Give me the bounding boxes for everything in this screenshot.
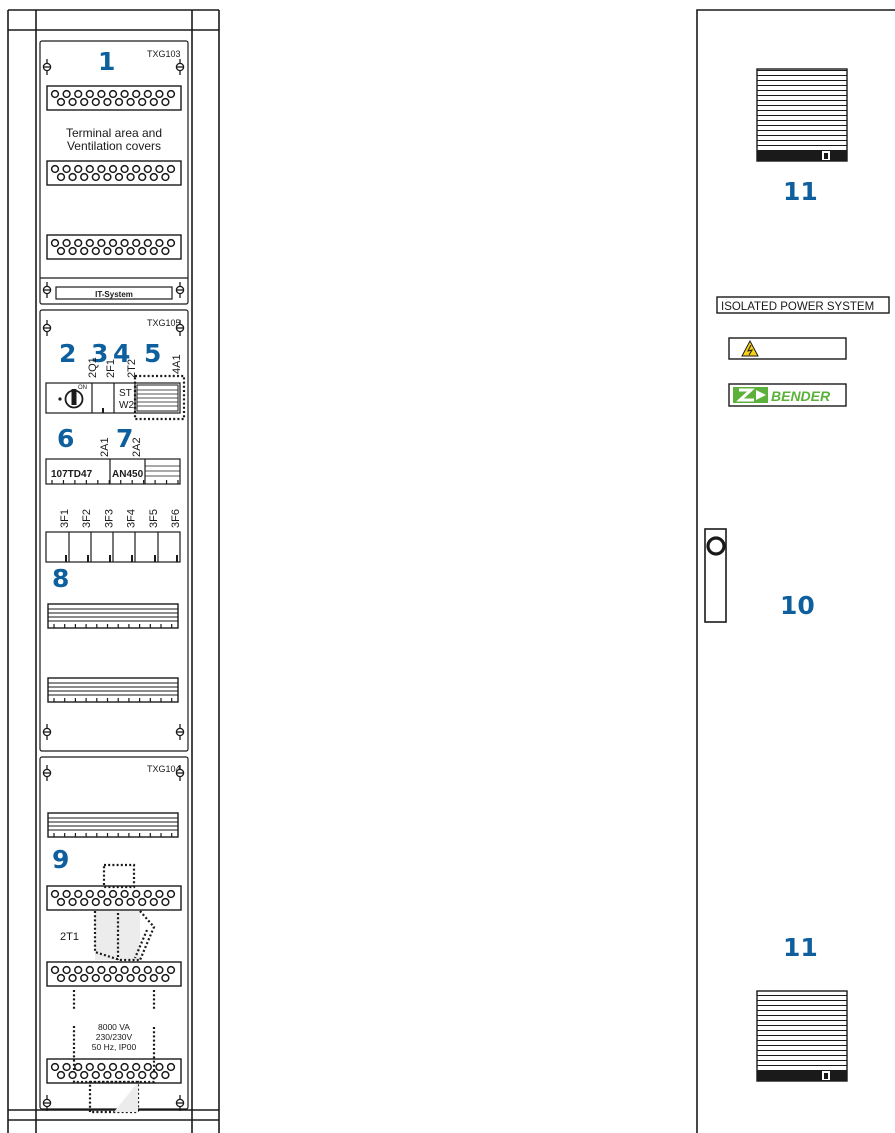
callout-9: 9: [52, 845, 69, 874]
isolated-power-sign-text: ISOLATED POWER SYSTEM: [721, 301, 874, 313]
transformer-voltage: 230/230V: [96, 1032, 133, 1042]
callout-11-top: 11: [783, 177, 818, 206]
fuse-row: [45, 531, 181, 563]
section-txg104: TXG104 9 2T1 8000 VA: [39, 756, 189, 1114]
high-voltage-warning-icon: [741, 339, 759, 357]
fuse-labels: 3F1 3F2 3F3 3F4 3F5 3F6: [59, 509, 182, 528]
callout-11-bottom: 11: [783, 933, 818, 962]
model-label-txg105: TXG105: [147, 318, 181, 328]
screw-icon: [42, 281, 52, 299]
empty-din-rail: [47, 677, 179, 703]
callout-4: 4: [113, 339, 130, 368]
caption-line-1: Terminal area and: [66, 126, 162, 140]
fuse-label: 3F6: [170, 509, 182, 528]
vent-grille-bottom-icon: [756, 990, 848, 1082]
bender-logo-text: BENDER: [771, 388, 831, 404]
insulation-monitor-module: [136, 384, 179, 412]
screw-icon: [42, 723, 52, 741]
model-label-txg104: TXG104: [147, 764, 181, 774]
label-strip-text: IT-System: [95, 290, 133, 299]
designator-2a2: 2A2: [131, 437, 143, 457]
designator-2a1: 2A1: [99, 437, 111, 457]
fuse-label: 3F1: [59, 509, 71, 528]
cabinet-frame: [7, 9, 220, 1133]
bender-logo: BENDER: [728, 383, 847, 407]
label-strip: [55, 286, 173, 300]
transformer-outline: [72, 863, 156, 1114]
right-door: 11 ISOLATED POWER SYSTEM BENDER 10 11: [696, 9, 895, 1133]
warning-label: [728, 337, 847, 360]
callout-8: 8: [52, 564, 69, 593]
callout-1: 1: [98, 47, 115, 76]
screw-icon: [175, 58, 185, 76]
section-txg105: TXG105 2 3 4 5 2Q1 2F1 2T2 4A1: [39, 309, 189, 752]
din-rail-row-1: ON ST W2: [45, 374, 186, 421]
screw-icon: [42, 319, 52, 337]
left-cabinet: TXG103 1 Terminal area and Ventilation c…: [7, 9, 220, 1133]
terminal-block: [46, 961, 182, 987]
designator-2f1: 2F1: [105, 359, 117, 378]
vent-grille-top-icon: [756, 68, 848, 162]
callout-3: 3: [91, 339, 108, 368]
callout-6: 6: [57, 424, 74, 453]
screw-icon: [175, 281, 185, 299]
designator-2q1: 2Q1: [87, 357, 99, 378]
callout-7: 7: [116, 424, 133, 453]
transformer-frequency-ip: 50 Hz, IP00: [92, 1042, 137, 1052]
monitor-w2: W2: [119, 400, 134, 411]
screw-icon: [42, 764, 52, 782]
monitor-st: ST: [119, 388, 132, 399]
fuse-label: 3F5: [148, 509, 160, 528]
svg-text:ON: ON: [78, 385, 87, 391]
isolated-power-sign: [716, 296, 890, 314]
din-rail-row-2: 107TD47 AN450: [45, 458, 181, 485]
empty-din-rail: [47, 603, 179, 629]
callout-2: 2: [59, 339, 76, 368]
model-label-txg103: TXG103: [147, 49, 181, 59]
designator-2t2: 2T2: [126, 359, 138, 378]
terminal-block: [46, 160, 182, 186]
terminal-block: [46, 234, 182, 260]
screw-icon: [42, 58, 52, 76]
callout-10: 10: [780, 591, 815, 620]
transformer-designator: 2T1: [60, 931, 79, 943]
designator-4a1: 4A1: [171, 354, 183, 374]
terminal-block: [46, 885, 182, 911]
transformer-rating: 8000 VA: [98, 1022, 130, 1032]
rotary-switch-icon: ON: [58, 385, 87, 409]
terminal-block: [46, 1058, 182, 1084]
terminal-block: [46, 85, 182, 111]
fuse-label: 3F3: [103, 509, 115, 528]
screw-icon: [175, 723, 185, 741]
callout-5: 5: [144, 339, 161, 368]
device-107td47: 107TD47: [51, 469, 93, 480]
caption-line-2: Ventilation covers: [67, 139, 161, 153]
device-an450: AN450: [112, 469, 144, 480]
section-txg103: TXG103 1 Terminal area and Ventilation c…: [39, 40, 189, 305]
fuse-label: 3F2: [81, 509, 93, 528]
door-handle-icon[interactable]: [704, 528, 727, 623]
empty-din-rail: [47, 812, 179, 838]
fuse-label: 3F4: [126, 509, 138, 528]
